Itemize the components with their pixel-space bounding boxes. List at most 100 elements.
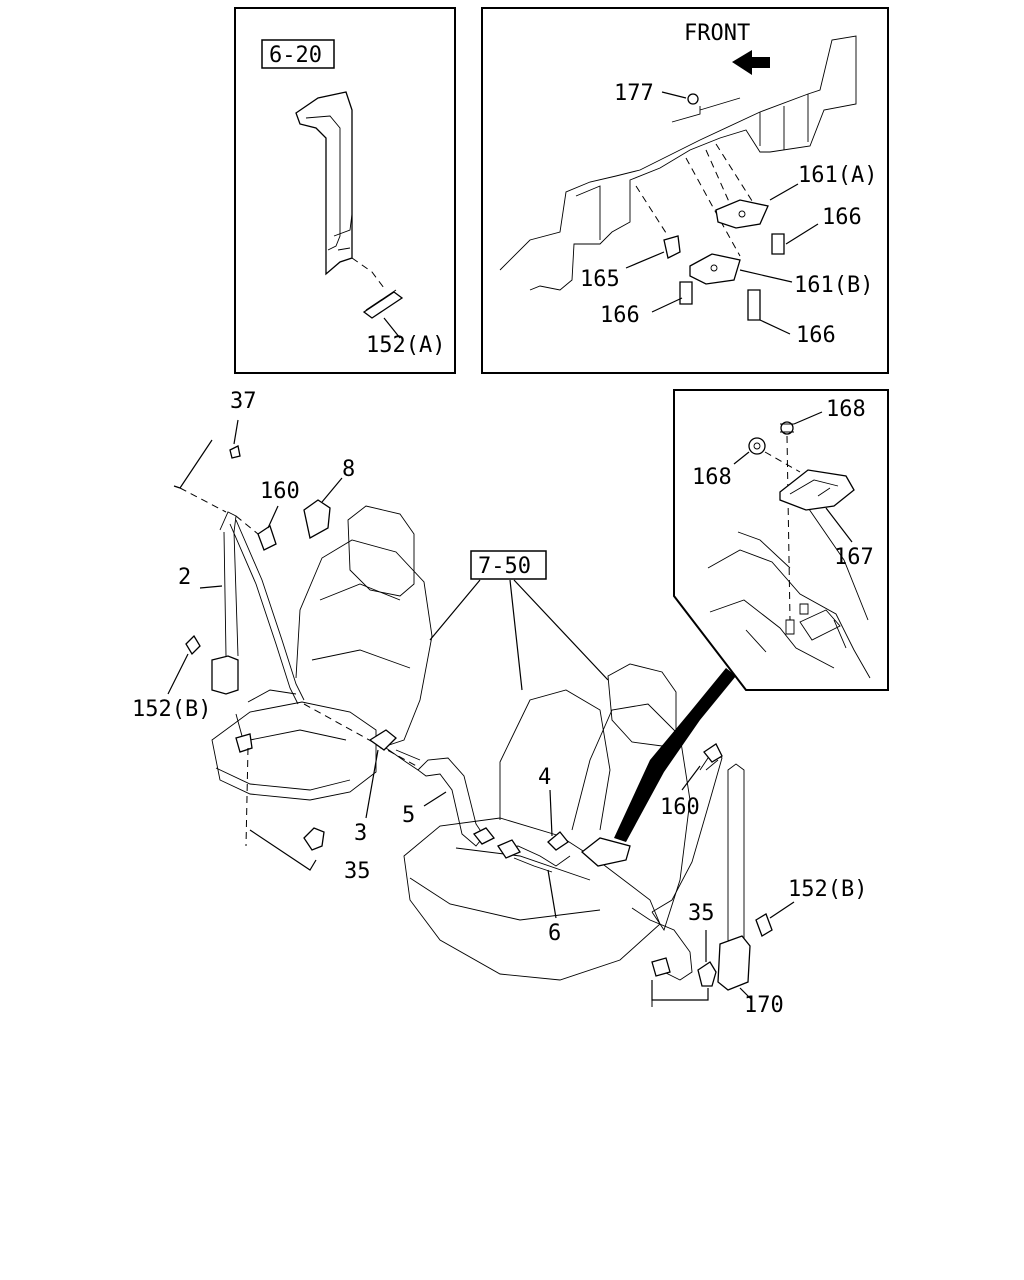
bracket-161b <box>689 253 741 285</box>
bolt-37-guide <box>173 439 213 489</box>
label-35b: 35 <box>688 901 715 926</box>
leader-161a <box>769 183 799 201</box>
inset-floor-anchor: FRONT 177 161(A) 166 161(B) 165 166 <box>481 7 889 374</box>
leader-161b <box>739 269 793 283</box>
cover-160-left <box>257 524 277 551</box>
label-8: 8 <box>342 457 355 482</box>
ref-box-7-50[interactable] <box>470 550 547 580</box>
washer-168-hole <box>753 442 761 450</box>
anchor-dashes <box>635 143 755 257</box>
pillar-trim-panel <box>295 91 353 276</box>
leader-166b <box>651 297 683 313</box>
ref-7-50-leaders <box>429 579 609 691</box>
right-belt-pillar-run <box>727 763 745 945</box>
front-arrow-icon <box>732 50 770 75</box>
clip-165 <box>663 235 681 259</box>
anchor-left-lower <box>235 733 253 753</box>
bracket-161b-hole <box>710 264 718 272</box>
buckle-3-stalk <box>385 747 421 771</box>
leader-4 <box>549 789 553 837</box>
left-seat-cushion <box>211 701 377 801</box>
right-seat-cushion-contours <box>409 847 601 921</box>
left-seat-backrest-contours <box>311 583 411 669</box>
label-35a: 35 <box>344 859 371 884</box>
label-160b: 160 <box>660 795 700 820</box>
pillar-trim-notch <box>333 213 353 251</box>
label-165: 165 <box>580 267 620 292</box>
leader-168b <box>733 451 750 465</box>
label-5: 5 <box>402 803 415 828</box>
floor-studs <box>785 603 809 635</box>
right-belt-webbing <box>651 751 723 913</box>
leader-152a-dash <box>351 257 385 289</box>
ref-label-6-20: 6-20 <box>269 43 322 68</box>
label-2: 2 <box>178 565 191 590</box>
leader-170 <box>739 987 753 1001</box>
bolt-37 <box>229 445 241 459</box>
label-161b: 161(B) <box>794 273 873 298</box>
main-assembly: 7-50 2 37 160 8 152(B) <box>132 389 867 1018</box>
leader-8 <box>321 477 343 503</box>
label-168a: 168 <box>826 397 866 422</box>
label-161a: 161(A) <box>798 163 877 188</box>
retractor-2 <box>211 655 239 695</box>
right-seat-backrest-left <box>499 689 611 831</box>
clip-35-right <box>697 961 717 987</box>
cover-160-right <box>703 743 723 763</box>
pillar-trim-edge <box>305 115 341 251</box>
clip-152b-left <box>185 634 201 656</box>
center-belt-tongue <box>472 827 496 845</box>
anchor-right-lower <box>651 957 671 977</box>
bracket-161a <box>715 199 769 229</box>
nut-168-top-flats <box>780 423 794 433</box>
leader-160b <box>681 765 701 791</box>
bracket-167 <box>779 469 855 511</box>
bracket-161a-hole <box>738 210 746 218</box>
label-167: 167 <box>834 545 874 570</box>
buckle-3 <box>368 729 397 751</box>
left-seat-headrest <box>347 505 415 597</box>
inset-pillar-trim: 6-20 152(A) <box>234 7 456 374</box>
label-3: 3 <box>354 821 367 846</box>
clip-152a-edge <box>365 289 397 311</box>
ref-box-6-20[interactable] <box>261 39 335 69</box>
bolt-37-dash <box>179 487 227 513</box>
leader-160a <box>267 505 279 529</box>
leader-167 <box>825 507 853 543</box>
floor-contours <box>707 495 871 679</box>
leader-152ba <box>167 653 189 695</box>
floor-recess <box>799 609 841 641</box>
left-seat-backrest <box>295 539 433 749</box>
leader-152bb <box>769 901 795 919</box>
clip-152b-right <box>755 913 773 937</box>
center-belt-5 <box>417 757 485 847</box>
left-seat-cushion-contours <box>215 729 351 791</box>
clip-35-left <box>303 827 325 851</box>
left-clip-guide <box>249 829 317 871</box>
tongue-6 <box>497 839 521 859</box>
leader-168a <box>793 411 823 425</box>
inset-floor-anchor-frame <box>481 7 889 374</box>
label-6: 6 <box>548 921 561 946</box>
leader-2 <box>199 585 223 589</box>
label-168b: 168 <box>692 465 732 490</box>
floor-ribs <box>575 94 809 240</box>
leader-166c <box>759 319 791 335</box>
anchor-plate-center <box>580 837 631 867</box>
label-152ba: 152(B) <box>132 697 211 722</box>
leader-3 <box>365 749 379 819</box>
label-4: 4 <box>538 765 551 790</box>
label-177: 177 <box>614 81 654 106</box>
inset-floor-mounting-frame <box>673 389 889 691</box>
label-152a: 152(A) <box>366 333 445 358</box>
leader-177 <box>661 91 687 99</box>
retractor-170 <box>717 935 751 991</box>
right-lower-belt <box>631 907 693 981</box>
label-37: 37 <box>230 389 257 414</box>
label-170: 170 <box>744 993 784 1018</box>
floor-structure <box>499 35 857 291</box>
bolt-166-right <box>747 289 761 321</box>
leader-37 <box>233 419 239 445</box>
guide-8 <box>303 499 331 539</box>
